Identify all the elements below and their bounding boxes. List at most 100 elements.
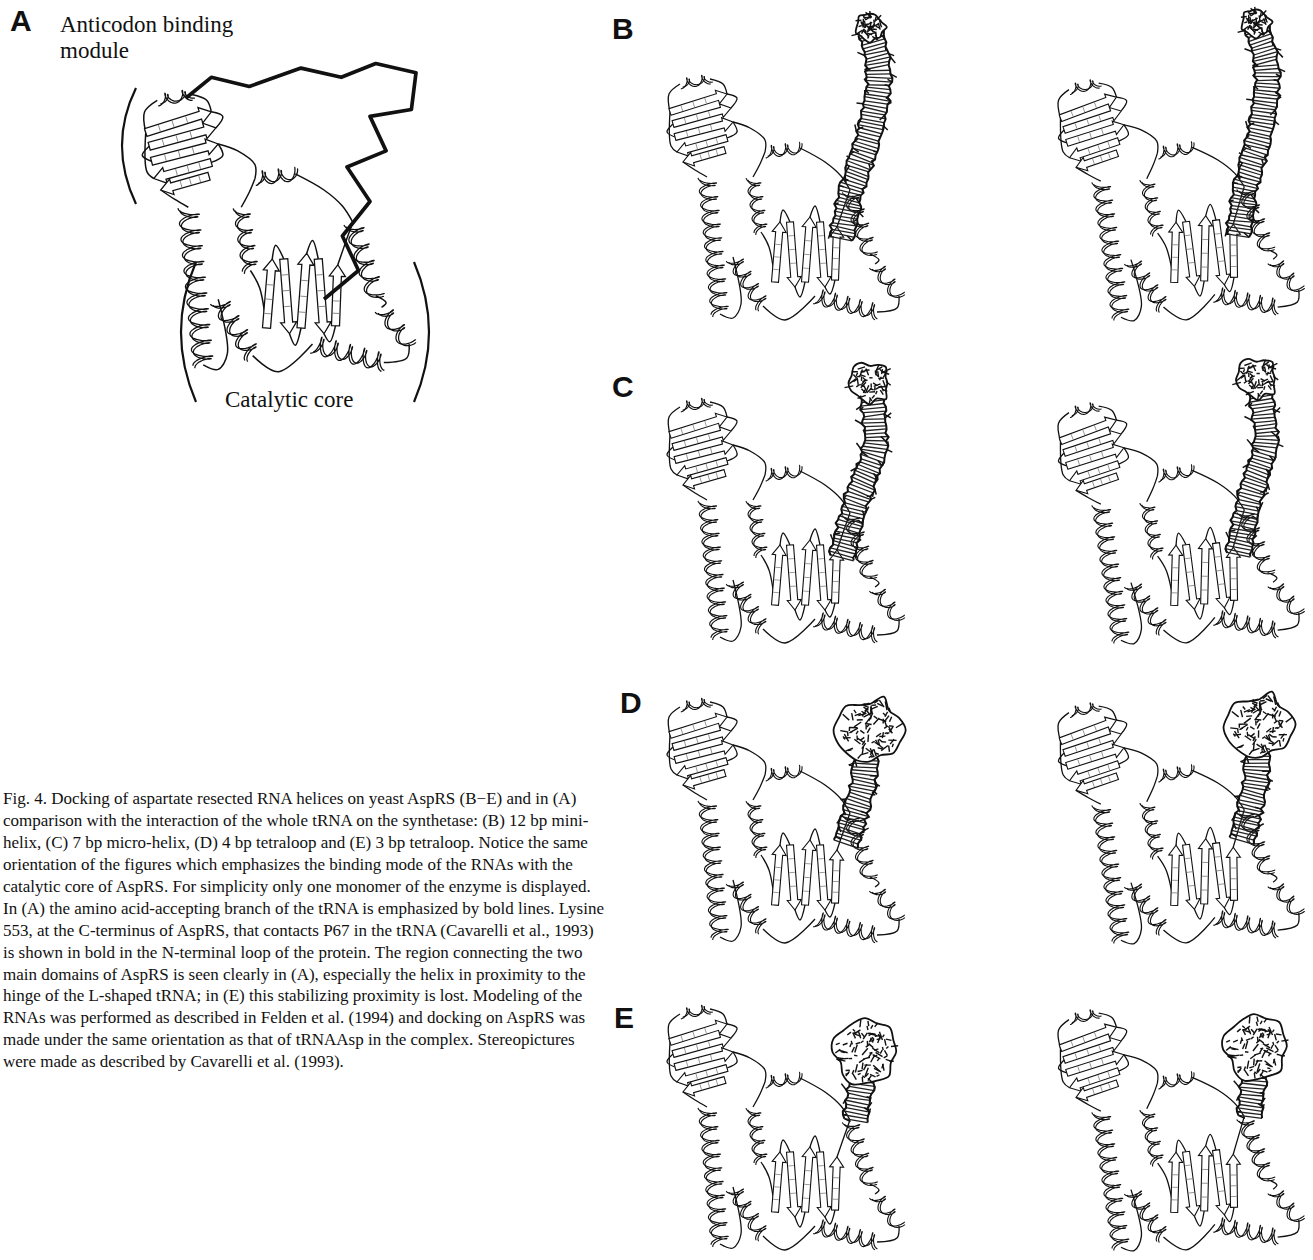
strand-hatch <box>1094 102 1096 107</box>
coil-loop <box>253 344 313 372</box>
module-label: Catalytic core <box>225 386 353 413</box>
nucleotide-stick <box>843 737 850 739</box>
nucleotide-stick <box>1272 1042 1274 1045</box>
nucleotide-stick <box>1260 711 1261 715</box>
base-pair <box>1231 832 1254 841</box>
strand-hatch <box>686 1061 687 1066</box>
base-pair <box>843 810 869 817</box>
nucleotide-stick <box>866 1044 870 1047</box>
nucleotide-stick <box>859 1020 861 1027</box>
strand-hatch <box>706 464 708 469</box>
strand-hatch <box>1098 468 1100 473</box>
strand-hatch <box>1075 123 1077 128</box>
strand-hatch <box>1185 235 1191 237</box>
nucleotide-stick <box>853 379 856 382</box>
alpha-helix <box>698 1108 728 1245</box>
strand-hatch <box>1099 1045 1101 1050</box>
base-pair <box>863 42 887 49</box>
panel-letter: C <box>612 370 634 404</box>
alpha-helix <box>1270 585 1304 615</box>
nucleotide-stick <box>852 1070 854 1074</box>
base-pair <box>851 773 878 776</box>
nucleotide-stick <box>1260 701 1262 708</box>
alpha-helix <box>698 801 728 938</box>
strand-hatch <box>696 467 698 472</box>
strand-hatch <box>316 274 322 275</box>
nucleotide-stick <box>864 386 867 392</box>
nucleotide-stick <box>1280 734 1284 739</box>
strand-hatch <box>833 570 839 571</box>
base-pair <box>1241 791 1264 799</box>
base-pair <box>1252 414 1274 416</box>
strand-hatch <box>1215 233 1221 235</box>
nucleotide-stick <box>1230 1047 1239 1050</box>
rna-loop <box>834 697 906 762</box>
strand-hatch <box>1231 578 1237 580</box>
base-pair <box>862 422 886 424</box>
backbone-atom <box>856 443 860 449</box>
strand-hatch <box>1172 579 1178 581</box>
alpha-helix <box>1094 806 1128 944</box>
nucleotide-stick <box>1257 386 1263 388</box>
backbone-atom <box>855 420 862 424</box>
nucleotide-stick <box>1250 27 1255 34</box>
base-pair <box>839 516 862 524</box>
strand-hatch <box>1078 459 1080 464</box>
base-pair <box>1241 1093 1264 1097</box>
rna-loop <box>1221 1013 1289 1083</box>
alpha-helix <box>729 885 766 935</box>
strand-hatch <box>833 247 839 248</box>
nucleotide-stick <box>1244 1067 1246 1071</box>
coil-loop <box>877 296 899 312</box>
coil-loop <box>1124 746 1158 778</box>
nucleotide-stick <box>1257 373 1260 375</box>
nucleotide-stick <box>876 733 881 737</box>
nucleotide-stick <box>1265 1031 1271 1032</box>
nucleotide-stick <box>872 1048 879 1053</box>
strand-hatch <box>1219 260 1225 262</box>
nucleotide-stick <box>1268 695 1273 702</box>
alpha-helix <box>1270 885 1304 915</box>
strand-hatch <box>1202 1196 1208 1198</box>
base-pair <box>841 816 866 823</box>
nucleotide-stick <box>888 746 890 752</box>
strand-hatch <box>1083 107 1085 112</box>
alpha-helix <box>1160 765 1195 780</box>
nucleotide-stick <box>884 1050 887 1055</box>
alpha-helix <box>1160 142 1195 157</box>
strand-hatch <box>789 249 795 250</box>
beta-strand <box>161 172 210 194</box>
strand-hatch <box>709 434 710 439</box>
nucleotide-stick <box>1263 1033 1264 1038</box>
nucleotide-stick <box>870 384 871 388</box>
coil-loop <box>763 1226 815 1250</box>
strand-hatch <box>681 429 683 434</box>
nucleotide-stick <box>1252 748 1260 751</box>
beta-strand <box>1168 1152 1186 1213</box>
nucleotide-stick <box>877 371 879 377</box>
base-pair <box>863 446 887 449</box>
strand-hatch <box>788 235 794 236</box>
nucleotide-stick <box>886 382 891 386</box>
base-pair <box>1255 85 1280 90</box>
strand-hatch <box>1172 1186 1178 1188</box>
strand-hatch <box>199 176 201 182</box>
alpha-helix <box>681 1005 711 1019</box>
base-pair <box>835 216 857 219</box>
stereo-view <box>1055 690 1306 949</box>
base-pair <box>1239 161 1261 169</box>
alpha-helix <box>700 180 727 317</box>
strand-hatch <box>1101 779 1103 784</box>
nucleotide-stick <box>1268 1053 1270 1056</box>
strand-hatch <box>1101 156 1103 161</box>
coil-loop <box>1277 913 1300 930</box>
strand-hatch <box>1217 247 1223 249</box>
base-pair <box>834 840 858 848</box>
strand-hatch <box>693 102 695 107</box>
alpha-helix <box>1124 883 1167 936</box>
nucleotide-stick <box>878 744 884 749</box>
alpha-helix <box>842 515 877 576</box>
strand-hatch <box>1102 452 1104 457</box>
nucleotide-stick <box>846 1071 850 1076</box>
nucleotide-stick <box>1261 379 1268 382</box>
